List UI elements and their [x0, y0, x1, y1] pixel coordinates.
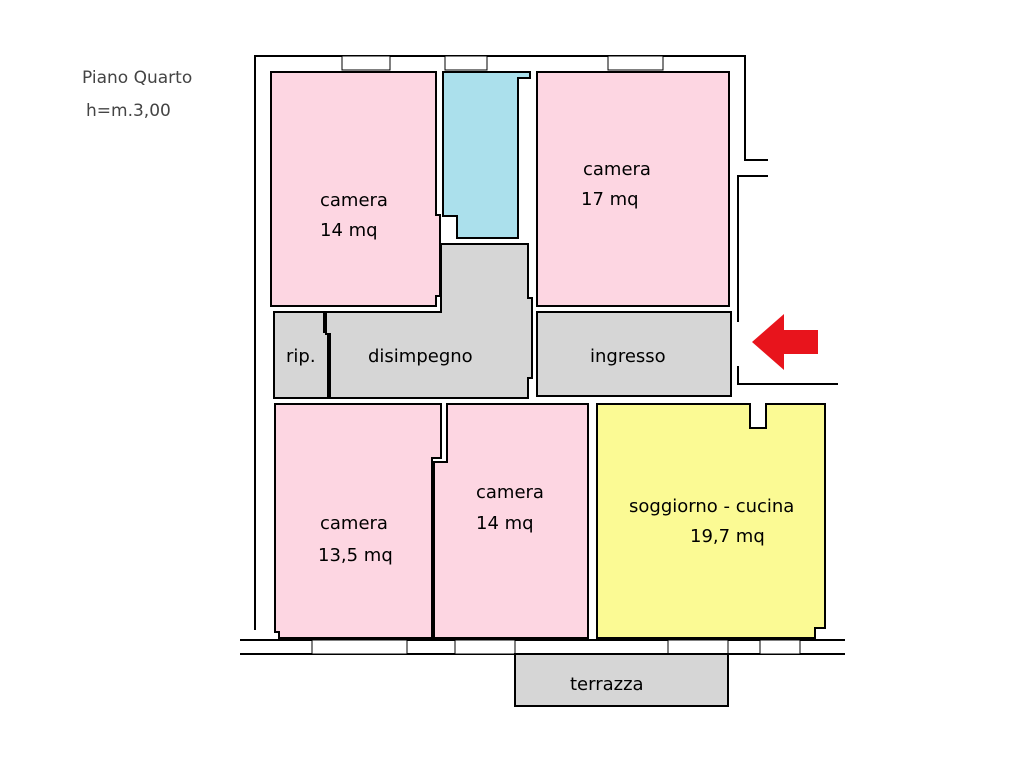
room-terrazza [514, 653, 729, 707]
label-ingresso: ingresso [590, 346, 666, 367]
label-soggiorno-cucina: soggiorno - cucina [629, 496, 794, 517]
room-disimpegno [325, 243, 533, 399]
area-camera-top-left: 14 mq [320, 220, 378, 241]
label-ripostiglio: rip. [286, 346, 316, 367]
label-camera-bottom-middle: camera [476, 482, 544, 503]
label-disimpegno: disimpegno [368, 346, 473, 367]
arrow-left-icon [752, 314, 818, 370]
room-camera-bottom-left [274, 403, 442, 639]
label-camera-bottom-left: camera [320, 513, 388, 534]
area-soggiorno-cucina: 19,7 mq [690, 526, 765, 547]
room-camera-top-right [536, 71, 730, 307]
floor-title: Piano Quarto [82, 68, 192, 88]
room-soggiorno-cucina [596, 403, 826, 639]
label-camera-top-right: camera [583, 159, 651, 180]
room-camera-bottom-middle [433, 403, 589, 639]
area-camera-top-right: 17 mq [581, 189, 639, 210]
label-camera-top-left: camera [320, 190, 388, 211]
room-camera-top-left [270, 71, 441, 307]
area-camera-bottom-middle: 14 mq [476, 513, 534, 534]
label-terrazza: terrazza [570, 674, 644, 695]
area-camera-bottom-left: 13,5 mq [318, 545, 393, 566]
room-ingresso [536, 311, 732, 397]
room-bathroom [442, 71, 531, 239]
ceiling-height: h=m.3,00 [86, 101, 171, 121]
